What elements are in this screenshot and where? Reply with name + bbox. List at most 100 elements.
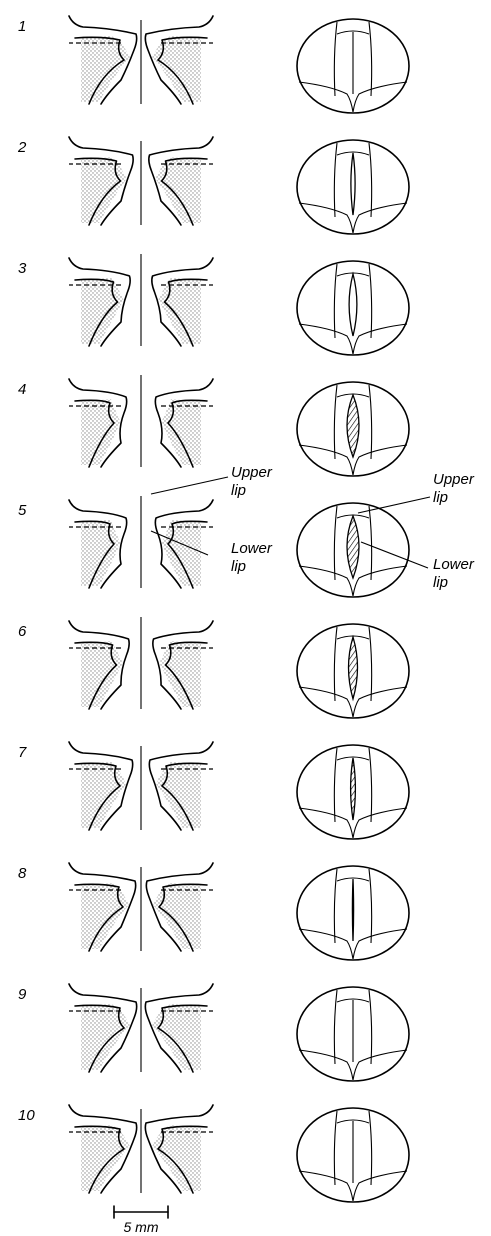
right-cord-edge [369, 143, 372, 217]
frame-number: 5 [18, 502, 27, 519]
left-cord-edge [334, 385, 337, 459]
coronal-section [69, 984, 213, 1072]
left-cord-edge [334, 748, 337, 822]
glottis-top-view [297, 866, 409, 960]
right-cord-edge [369, 22, 372, 96]
frame-5: 5 [18, 496, 409, 597]
left-fold-stipple [81, 641, 123, 707]
coronal-section [69, 863, 213, 951]
left-fold-stipple [81, 1125, 130, 1191]
left-fold-stipple [81, 278, 124, 344]
left-cord-edge [334, 869, 337, 943]
frame-number: 6 [18, 623, 27, 640]
glottis-top-view [297, 1108, 409, 1202]
right-fold-stipple [162, 520, 201, 586]
coronal-section [69, 16, 213, 104]
left-fold-stipple [81, 883, 129, 949]
upper-lip-label-line2: lip [231, 482, 246, 499]
coronal-section [69, 137, 213, 225]
frame-number: 7 [18, 744, 27, 761]
coronal-section [69, 1105, 213, 1193]
right-cord-edge [369, 869, 372, 943]
upper-lip-leader [151, 477, 228, 494]
lower-lip-label-line2: lip [231, 558, 246, 575]
left-cord-edge [334, 506, 337, 580]
glottis-top-view [297, 987, 409, 1081]
glottis-top-view [297, 503, 409, 597]
right-annotations: Upper lip Lower lip [358, 471, 475, 591]
right-fold-stipple [156, 762, 201, 828]
left-cord-edge [334, 22, 337, 96]
left-cord-edge [334, 1111, 337, 1185]
glottis-top-view [297, 261, 409, 355]
frame-number: 10 [18, 1107, 35, 1124]
right-fold-stipple [160, 641, 202, 707]
frame-9: 9 [18, 984, 409, 1081]
left-fold-stipple [81, 762, 126, 828]
right-fold-stipple [153, 883, 201, 949]
frame-number: 4 [18, 381, 26, 398]
right-fold-stipple [152, 36, 201, 102]
scale-bar-label: 5 mm [124, 1219, 159, 1235]
lower-lip-label-right-line1: Lower [433, 556, 475, 573]
left-fold-stipple [81, 399, 120, 465]
right-cord-edge [369, 264, 372, 338]
right-fold-stipple [152, 1125, 201, 1191]
right-fold-stipple [156, 157, 202, 223]
frame-2: 2 [17, 137, 409, 234]
lower-lip-label-right-line2: lip [433, 574, 448, 591]
frame-rows: 1 2 3 4 5 6 7 8 9 10 [17, 16, 409, 1202]
coronal-section [69, 254, 213, 346]
coronal-section [69, 742, 213, 830]
right-cord-edge [369, 506, 372, 580]
frame-number: 2 [17, 139, 27, 156]
right-fold-stipple [159, 278, 202, 344]
right-cord-edge [369, 990, 372, 1064]
frame-6: 6 [18, 617, 409, 718]
glottis-top-view [297, 19, 409, 113]
glottis-top-view [297, 382, 409, 476]
coronal-section [69, 375, 213, 467]
frame-8: 8 [18, 863, 409, 960]
right-cord-edge [369, 748, 372, 822]
frame-number: 1 [18, 18, 26, 35]
scale-bar: 5 mm [114, 1206, 168, 1235]
coronal-section [69, 496, 213, 588]
upper-lip-label-line1: Upper [231, 464, 273, 481]
glottis-top-view [297, 624, 409, 718]
left-cord-edge [334, 627, 337, 701]
frame-1: 1 [18, 16, 409, 113]
right-cord-edge [369, 1111, 372, 1185]
right-cord-edge [369, 627, 372, 701]
frame-3: 3 [18, 254, 409, 355]
glottis-top-view [297, 140, 409, 234]
frame-7: 7 [18, 742, 409, 839]
left-fold-stipple [81, 36, 130, 102]
frame-4: 4 [18, 375, 409, 476]
glottal-opening [349, 637, 358, 699]
left-cord-edge [334, 990, 337, 1064]
left-cord-edge [334, 143, 337, 217]
glottal-opening [351, 153, 355, 215]
left-fold-stipple [81, 1004, 130, 1070]
upper-lip-label-right-line2: lip [433, 489, 448, 506]
glottal-opening [349, 274, 357, 336]
left-cord-edge [334, 264, 337, 338]
lower-lip-label-line1: Lower [231, 540, 273, 557]
frame-10: 10 [18, 1105, 409, 1202]
left-fold-stipple [81, 157, 127, 223]
glottal-opening [347, 395, 359, 457]
upper-lip-label-right-line1: Upper [433, 471, 475, 488]
left-fold-stipple [81, 520, 120, 586]
right-fold-stipple [152, 1004, 201, 1070]
glottal-opening [351, 758, 356, 820]
coronal-section [69, 617, 213, 709]
glottis-top-view [297, 745, 409, 839]
right-fold-stipple [162, 399, 201, 465]
glottal-opening [347, 516, 359, 578]
glottal-opening [352, 879, 353, 941]
frame-number: 8 [18, 865, 27, 882]
frame-number: 9 [18, 986, 27, 1003]
right-cord-edge [369, 385, 372, 459]
